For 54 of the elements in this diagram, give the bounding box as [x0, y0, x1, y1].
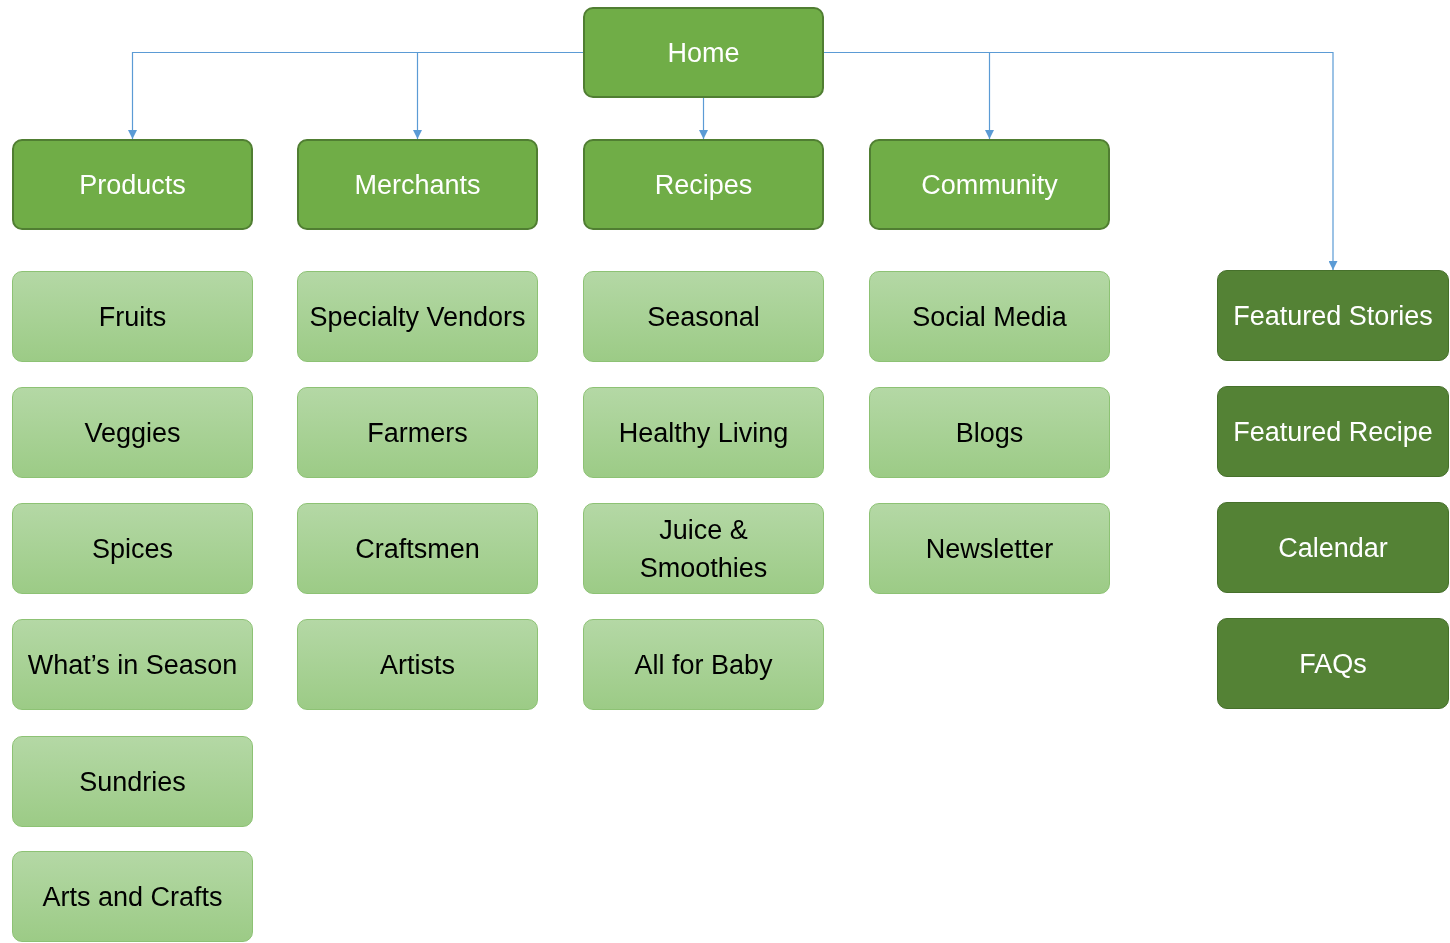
page-box	[1217, 502, 1449, 593]
page-box	[297, 139, 538, 230]
page-label: Seasonal	[647, 300, 760, 334]
page-box	[1217, 386, 1449, 477]
page-box	[12, 503, 253, 594]
page-box	[297, 387, 538, 478]
page-box	[297, 619, 538, 710]
page-box	[12, 619, 253, 710]
page-box	[583, 503, 824, 594]
page-box	[12, 271, 253, 362]
page-box	[297, 271, 538, 362]
connector-arrow	[413, 51, 584, 140]
page-box	[869, 503, 1110, 594]
page-box	[583, 619, 824, 710]
page-box	[583, 139, 824, 230]
connector-arrow	[699, 97, 708, 140]
page-box	[869, 387, 1110, 478]
page-label: Products	[79, 168, 186, 202]
page-label: Sundries	[79, 765, 186, 799]
page-label: Spices	[91, 532, 173, 566]
page-label: Blogs	[955, 416, 1024, 450]
page-label: What’s in Season	[27, 648, 238, 682]
page-label: Healthy Living	[618, 416, 789, 450]
page-label: Arts and Crafts	[42, 880, 223, 914]
page-label: Home	[667, 36, 740, 70]
page-label: Artists	[380, 648, 455, 682]
page-box	[297, 503, 538, 594]
page-label: Community	[921, 168, 1058, 202]
page-box	[869, 139, 1110, 230]
page-label: Farmers	[367, 416, 468, 450]
page-label: Newsletter	[925, 532, 1054, 566]
page-box	[12, 851, 253, 942]
page-box	[12, 139, 253, 230]
page-label: Merchants	[354, 168, 481, 202]
page-box	[583, 7, 824, 98]
page-box	[1217, 618, 1449, 709]
page-label: All for Baby	[634, 648, 773, 682]
page-box	[583, 387, 824, 478]
page-box	[1217, 270, 1449, 361]
page-label: Veggies	[84, 416, 181, 450]
page-label: Featured Stories	[1233, 299, 1433, 333]
page-label: Fruits	[98, 300, 167, 334]
page-label: Craftsmen	[355, 532, 480, 566]
page-label: FAQs	[1299, 647, 1367, 681]
page-box	[12, 736, 253, 827]
page-label: Social Media	[912, 300, 1067, 334]
page-label: Juice & Smoothies	[638, 513, 769, 585]
page-label: Calendar	[1278, 531, 1388, 565]
page-label: Specialty Vendors	[309, 300, 526, 334]
page-box	[12, 387, 253, 478]
page-label: Recipes	[654, 168, 753, 202]
page-label: Featured Recipe	[1233, 415, 1433, 449]
page-box	[869, 271, 1110, 362]
page-box	[583, 271, 824, 362]
